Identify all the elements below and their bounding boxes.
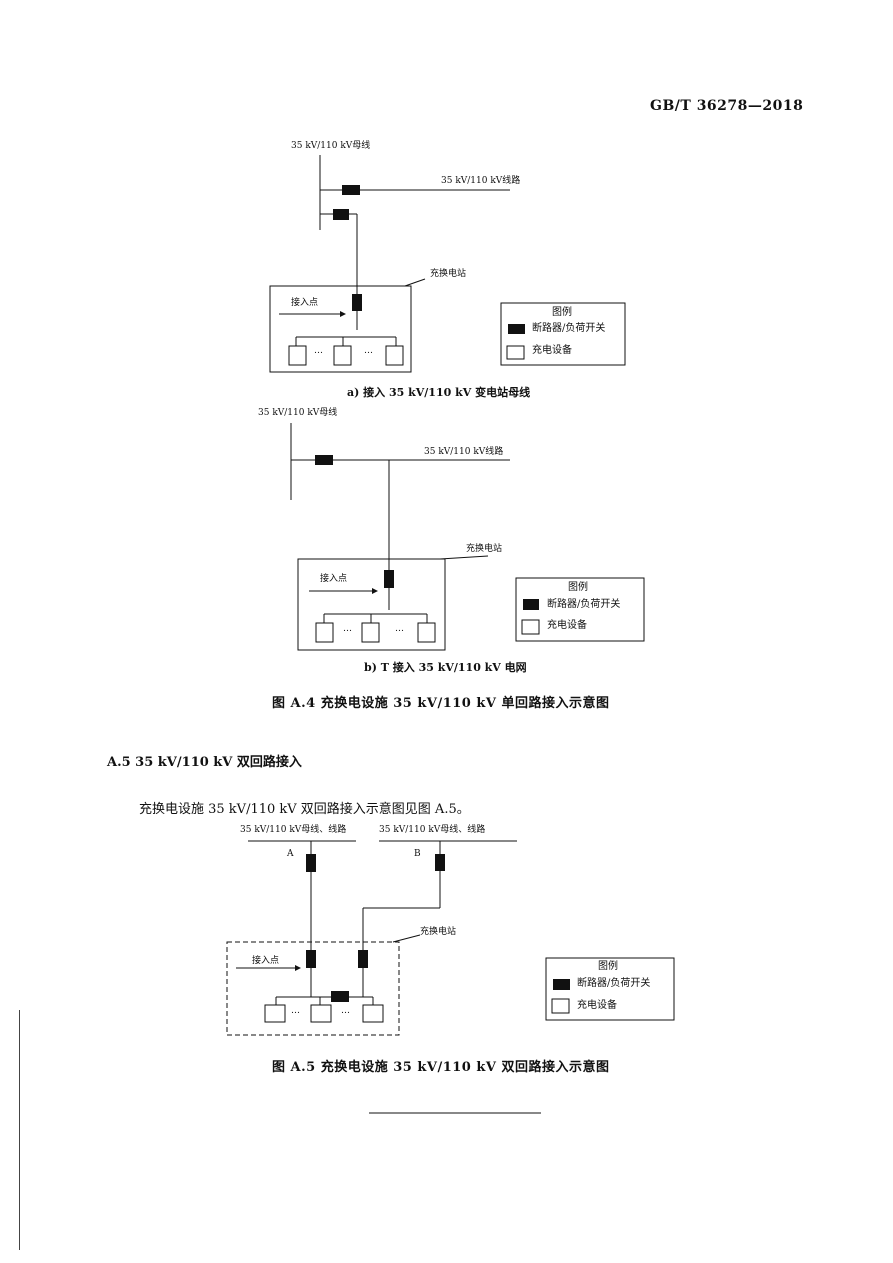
b-station-label: 充换电站 (466, 544, 503, 554)
a5-source-a-letter: A (287, 849, 294, 859)
a5-breaker-source-a (306, 854, 316, 872)
b-station-leader (439, 555, 489, 560)
a5-breaker-source-b (435, 854, 445, 871)
b-access-point-label: 接入点 (320, 574, 348, 584)
legend-a5-box (545, 957, 675, 1021)
b-caption: b) T 接入 35 kV/110 kV 电网 (364, 661, 527, 674)
a-charger-2 (333, 345, 352, 366)
a-station-leader (404, 278, 426, 287)
b-charger-1 (315, 622, 334, 643)
a-access-point-label: 接入点 (291, 298, 319, 308)
a5-charger-1 (264, 1004, 286, 1023)
figure-a5-caption: 图 A.5 充换电设施 35 kV/110 kV 双回路接入示意图 (272, 1060, 610, 1075)
a-breaker-feeder (342, 185, 360, 195)
a5-access-arrowhead (295, 965, 301, 971)
b-station-box (297, 558, 446, 651)
b-ellipsis-1: … (343, 624, 352, 634)
figure-a4-caption: 图 A.4 充换电设施 35 kV/110 kV 单回路接入示意图 (272, 696, 610, 711)
section-a5-heading: A.5 35 kV/110 kV 双回路接入 (107, 755, 302, 770)
legend-a5-charger-label: 充电设备 (577, 1000, 617, 1011)
a5-ellipsis-1: … (291, 1006, 300, 1016)
a5-station-box (226, 941, 400, 1036)
legend-b-box (515, 577, 645, 642)
a5-ellipsis-2: … (341, 1006, 350, 1016)
a5-source-b-label: 35 kV/110 kV母线、线路 (379, 825, 486, 835)
b-line-label: 35 kV/110 kV线路 (424, 447, 504, 457)
a5-charger-3 (362, 1004, 384, 1023)
legend-a-box (500, 302, 626, 366)
a-ellipsis-2: … (364, 346, 373, 356)
a-ellipsis-1: … (314, 346, 323, 356)
a-busbar-label: 35 kV/110 kV母线 (291, 141, 371, 151)
legend-b-breaker-symbol (523, 599, 539, 610)
a5-source-b-letter: B (414, 849, 421, 859)
b-breaker-feeder (315, 455, 333, 465)
a-charger-3 (385, 345, 404, 366)
a-station-box (269, 285, 412, 373)
b-breaker-access (384, 570, 394, 588)
legend-a5-breaker-symbol (553, 979, 570, 990)
standard-code: GB/T 36278—2018 (650, 98, 804, 114)
legend-a-breaker-label: 断路器/负荷开关 (532, 323, 606, 334)
a-breaker-access (352, 294, 362, 311)
legend-a5-charger-symbol (551, 998, 570, 1014)
b-access-arrowhead (372, 588, 378, 594)
legend-a-charger-symbol (506, 345, 525, 360)
b-charger-3 (417, 622, 436, 643)
a5-station-leader (392, 934, 421, 943)
a-station-label: 充换电站 (430, 269, 467, 279)
a5-breaker-b (358, 950, 368, 968)
a5-source-a-label: 35 kV/110 kV母线、线路 (240, 825, 347, 835)
b-ellipsis-2: … (395, 624, 404, 634)
a-access-arrowhead (340, 311, 346, 317)
scan-edge-mark (19, 1010, 20, 1250)
legend-a5-title: 图例 (598, 961, 618, 972)
a-charger-1 (288, 345, 307, 366)
a5-bus-tie-breaker (331, 991, 349, 1002)
a5-breaker-a (306, 950, 316, 968)
legend-a5-breaker-label: 断路器/负荷开关 (577, 978, 651, 989)
legend-a-breaker-symbol (508, 324, 525, 334)
a5-access-point-label: 接入点 (252, 956, 280, 966)
a-caption: a) 接入 35 kV/110 kV 变电站母线 (347, 386, 531, 399)
b-busbar-label: 35 kV/110 kV母线 (258, 408, 338, 418)
a-line-label: 35 kV/110 kV线路 (441, 176, 521, 186)
section-a5-paragraph: 充换电设施 35 kV/110 kV 双回路接入示意图见图 A.5。 (139, 802, 470, 817)
legend-b-charger-label: 充电设备 (547, 620, 587, 631)
a5-charger-2 (310, 1004, 332, 1023)
legend-b-title: 图例 (568, 582, 588, 593)
a5-station-label: 充换电站 (420, 927, 457, 937)
a-breaker-tap (333, 209, 349, 220)
legend-a-title: 图例 (552, 307, 572, 318)
legend-b-charger-symbol (521, 619, 540, 635)
b-charger-2 (361, 622, 380, 643)
legend-b-breaker-label: 断路器/负荷开关 (547, 599, 621, 610)
legend-a-charger-label: 充电设备 (532, 345, 572, 356)
